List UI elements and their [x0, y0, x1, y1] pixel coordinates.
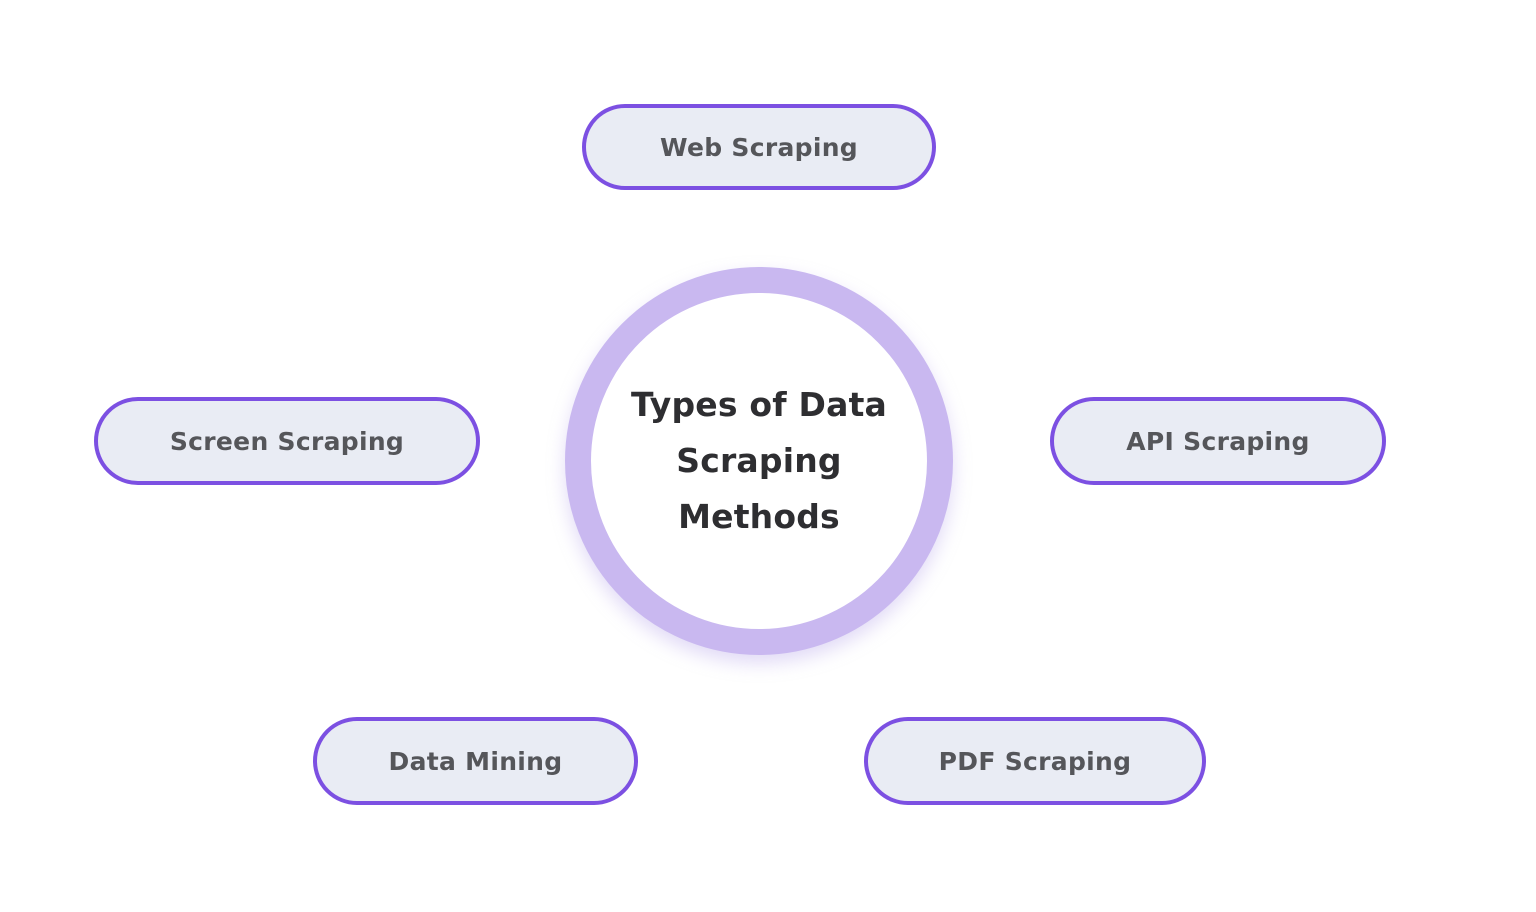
diagram-title: Types of Data Scraping Methods — [631, 377, 887, 545]
diagram-title-line-1: Types of Data — [630, 385, 888, 424]
diagram-title-line-2: Scraping — [676, 441, 842, 480]
node-data-mining-label: Data Mining — [388, 746, 563, 776]
node-screen-scraping-label: Screen Scraping — [169, 426, 405, 456]
node-pdf-scraping: PDF Scraping — [864, 717, 1206, 805]
node-screen-scraping: Screen Scraping — [94, 397, 480, 485]
diagram-title-line-3: Methods — [678, 497, 840, 536]
node-web-scraping: Web Scraping — [582, 104, 936, 190]
node-data-mining: Data Mining — [313, 717, 638, 805]
node-pdf-scraping-label: PDF Scraping — [938, 746, 1132, 776]
node-web-scraping-label: Web Scraping — [659, 132, 859, 162]
center-circle: Types of Data Scraping Methods — [565, 267, 953, 655]
node-api-scraping: API Scraping — [1050, 397, 1386, 485]
node-api-scraping-label: API Scraping — [1126, 426, 1310, 456]
